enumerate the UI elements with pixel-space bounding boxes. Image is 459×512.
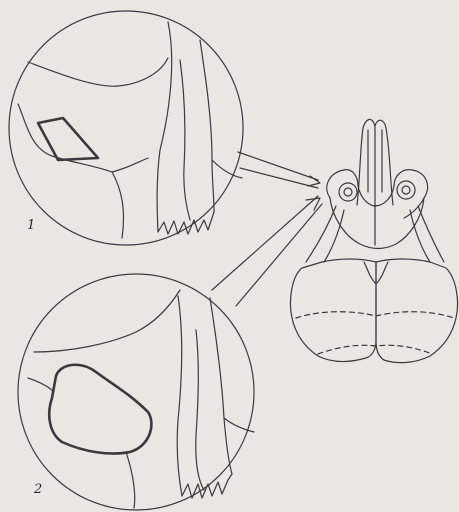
detail-1-suture-left xyxy=(18,104,112,172)
skull-process-right-outer xyxy=(418,206,444,262)
skull-ventral-view xyxy=(290,119,457,362)
detail-1-process-tip xyxy=(158,212,214,234)
detail-2-process-left xyxy=(177,296,182,496)
detail-circle-2 xyxy=(18,274,254,510)
detail-2-suture-left xyxy=(28,378,54,392)
detail-2-foramen xyxy=(49,365,151,454)
magnifier-circle-1 xyxy=(9,11,243,245)
skull-process-right-inner xyxy=(410,210,430,262)
detail-1-process-right xyxy=(200,40,214,212)
figure-label-2: 2 xyxy=(34,482,42,497)
pointer-lines xyxy=(212,152,322,306)
detail-2-process-tip xyxy=(182,474,232,498)
skull-posterior-right xyxy=(376,259,458,363)
detail-1-suture-lower xyxy=(112,172,124,238)
skull-bulla-right xyxy=(397,181,415,199)
detail-1-suture-upper xyxy=(28,58,168,86)
pointer-2-lower xyxy=(236,204,322,306)
detail-circle-1 xyxy=(9,11,243,245)
pointer-1-lower xyxy=(240,168,318,188)
detail-1-suture-mid xyxy=(112,158,148,172)
skull-process-left-inner xyxy=(324,210,344,262)
skull-process-left-outer xyxy=(306,206,336,262)
skull-bulla-right-inner xyxy=(402,186,410,194)
detail-2-inner-edge xyxy=(196,330,204,490)
skull-posterior-left xyxy=(290,259,376,362)
skull-bulla-left-inner xyxy=(344,188,352,196)
detail-1-inner-edge xyxy=(180,60,190,220)
detail-2-suture-upper xyxy=(34,290,180,352)
skull-zygoma-outline xyxy=(327,170,428,218)
skull-dashed-upper xyxy=(296,312,454,318)
skull-bulla-left xyxy=(339,183,357,201)
detail-2-process-right xyxy=(210,298,232,474)
pointer-1-upper xyxy=(238,152,318,180)
figure-label-1: 1 xyxy=(27,218,35,233)
detail-2-suture-lower xyxy=(126,452,135,508)
pointer-2-upper xyxy=(212,196,318,290)
detail-1-process-left xyxy=(157,22,172,232)
